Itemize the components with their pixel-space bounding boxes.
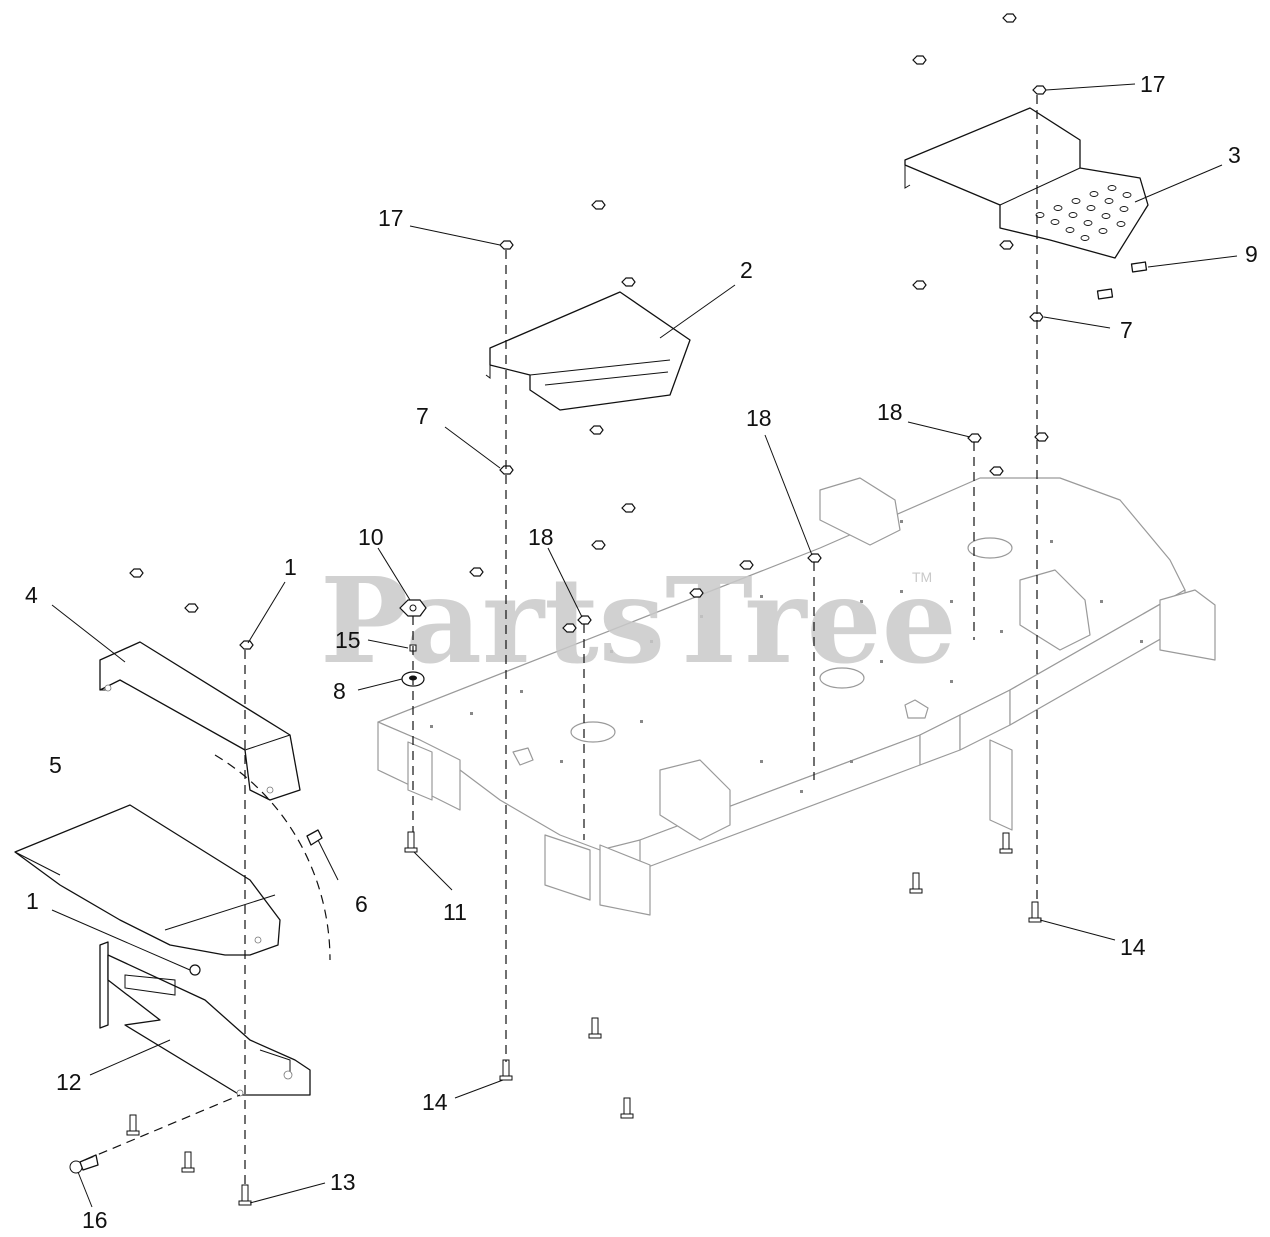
callout-18: 18 bbox=[746, 405, 772, 431]
mower-deck bbox=[377, 477, 1216, 916]
callout-13: 13 bbox=[330, 1169, 356, 1195]
flange-nuts bbox=[129, 13, 1049, 650]
callout-15: 15 bbox=[335, 627, 361, 653]
part-3-foot-plate bbox=[904, 107, 1149, 259]
callout-17: 17 bbox=[378, 205, 404, 231]
callout-8: 8 bbox=[333, 678, 346, 704]
callout-7: 7 bbox=[416, 403, 429, 429]
callout-14: 14 bbox=[1120, 934, 1146, 960]
part-9-pad bbox=[1130, 261, 1148, 273]
callout-17: 17 bbox=[1140, 71, 1166, 97]
deck-holes bbox=[430, 520, 1143, 793]
bolts bbox=[126, 831, 1042, 1206]
callout-12: 12 bbox=[56, 1069, 82, 1095]
watermark-trademark: TM bbox=[912, 569, 932, 585]
callout-3: 3 bbox=[1228, 142, 1241, 168]
callouts: 17 3 9 7 17 2 7 18 18 10 18 1 4 15 8 5 6… bbox=[25, 71, 1258, 1233]
callout-1: 1 bbox=[26, 888, 39, 914]
callout-10: 10 bbox=[358, 524, 384, 550]
part-6-pin bbox=[306, 829, 323, 846]
callout-1: 1 bbox=[284, 554, 297, 580]
callout-7: 7 bbox=[1120, 317, 1133, 343]
part-5-lower-shield bbox=[14, 804, 281, 956]
callout-11: 11 bbox=[443, 899, 467, 925]
watermark: PartsTree bbox=[320, 551, 957, 690]
callout-18: 18 bbox=[528, 524, 554, 550]
part-10-wheel-nut bbox=[399, 599, 427, 617]
leader-lines bbox=[51, 83, 1238, 1208]
callout-5: 5 bbox=[49, 752, 62, 778]
callout-18: 18 bbox=[877, 399, 903, 425]
part-16-clevis bbox=[69, 1154, 99, 1174]
callout-4: 4 bbox=[25, 582, 38, 608]
swing-arc bbox=[214, 754, 331, 961]
part-4-left-shield bbox=[99, 641, 301, 801]
callout-6: 6 bbox=[355, 891, 368, 917]
part-2-center-shield bbox=[485, 291, 691, 411]
part-9-pad bbox=[1096, 288, 1114, 300]
callout-14: 14 bbox=[422, 1089, 448, 1115]
part-12-bracket bbox=[99, 941, 311, 1097]
callout-9: 9 bbox=[1245, 241, 1258, 267]
assembly-lines bbox=[84, 95, 1038, 1186]
callout-16: 16 bbox=[82, 1207, 108, 1233]
part-1-nut bbox=[189, 964, 201, 976]
callout-2: 2 bbox=[740, 257, 753, 283]
